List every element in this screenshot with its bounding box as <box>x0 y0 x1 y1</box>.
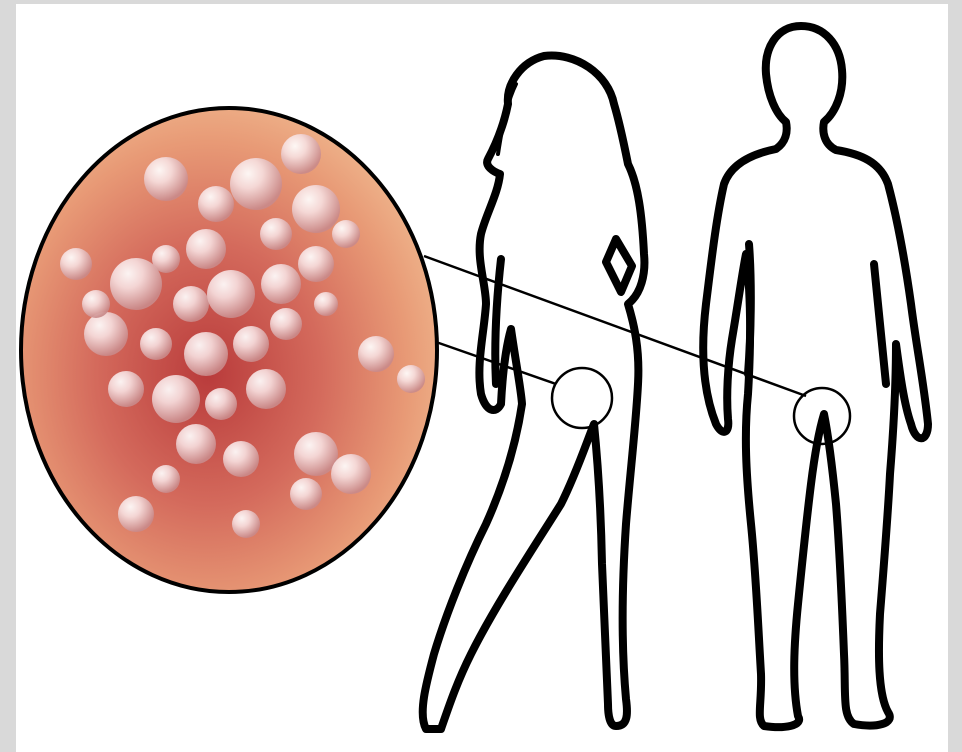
blister <box>314 292 338 316</box>
blister <box>331 454 371 494</box>
blister <box>270 308 302 340</box>
blister <box>205 388 237 420</box>
male-right-arm-line <box>874 264 886 384</box>
magnified-skin-circle <box>21 108 437 592</box>
blister <box>290 478 322 510</box>
male-silhouette <box>703 26 928 727</box>
blister <box>233 326 269 362</box>
blister <box>173 286 209 322</box>
blister <box>298 246 334 282</box>
female-groin-circle <box>552 368 612 428</box>
blister <box>176 424 216 464</box>
blister <box>261 264 301 304</box>
blister <box>186 229 226 269</box>
blister <box>140 328 172 360</box>
blister <box>144 157 188 201</box>
female-arm-gap <box>606 239 632 292</box>
blister <box>118 496 154 532</box>
blister <box>110 258 162 310</box>
blister <box>260 218 292 250</box>
blister <box>82 290 110 318</box>
blister <box>223 441 259 477</box>
blister <box>198 186 234 222</box>
blister <box>232 510 260 538</box>
blister <box>108 371 144 407</box>
blister <box>281 134 321 174</box>
blister <box>397 365 425 393</box>
medical-illustration <box>16 4 948 752</box>
blister <box>292 185 340 233</box>
blister <box>84 312 128 356</box>
blister <box>358 336 394 372</box>
blister <box>230 158 282 210</box>
blister <box>207 270 255 318</box>
blister <box>152 375 200 423</box>
blister <box>246 369 286 409</box>
blister <box>294 432 338 476</box>
blister <box>184 332 228 376</box>
blister <box>332 220 360 248</box>
blister <box>152 465 180 493</box>
male-left-arm-line <box>748 244 751 374</box>
blister <box>60 248 92 280</box>
illustration-canvas <box>16 4 948 752</box>
